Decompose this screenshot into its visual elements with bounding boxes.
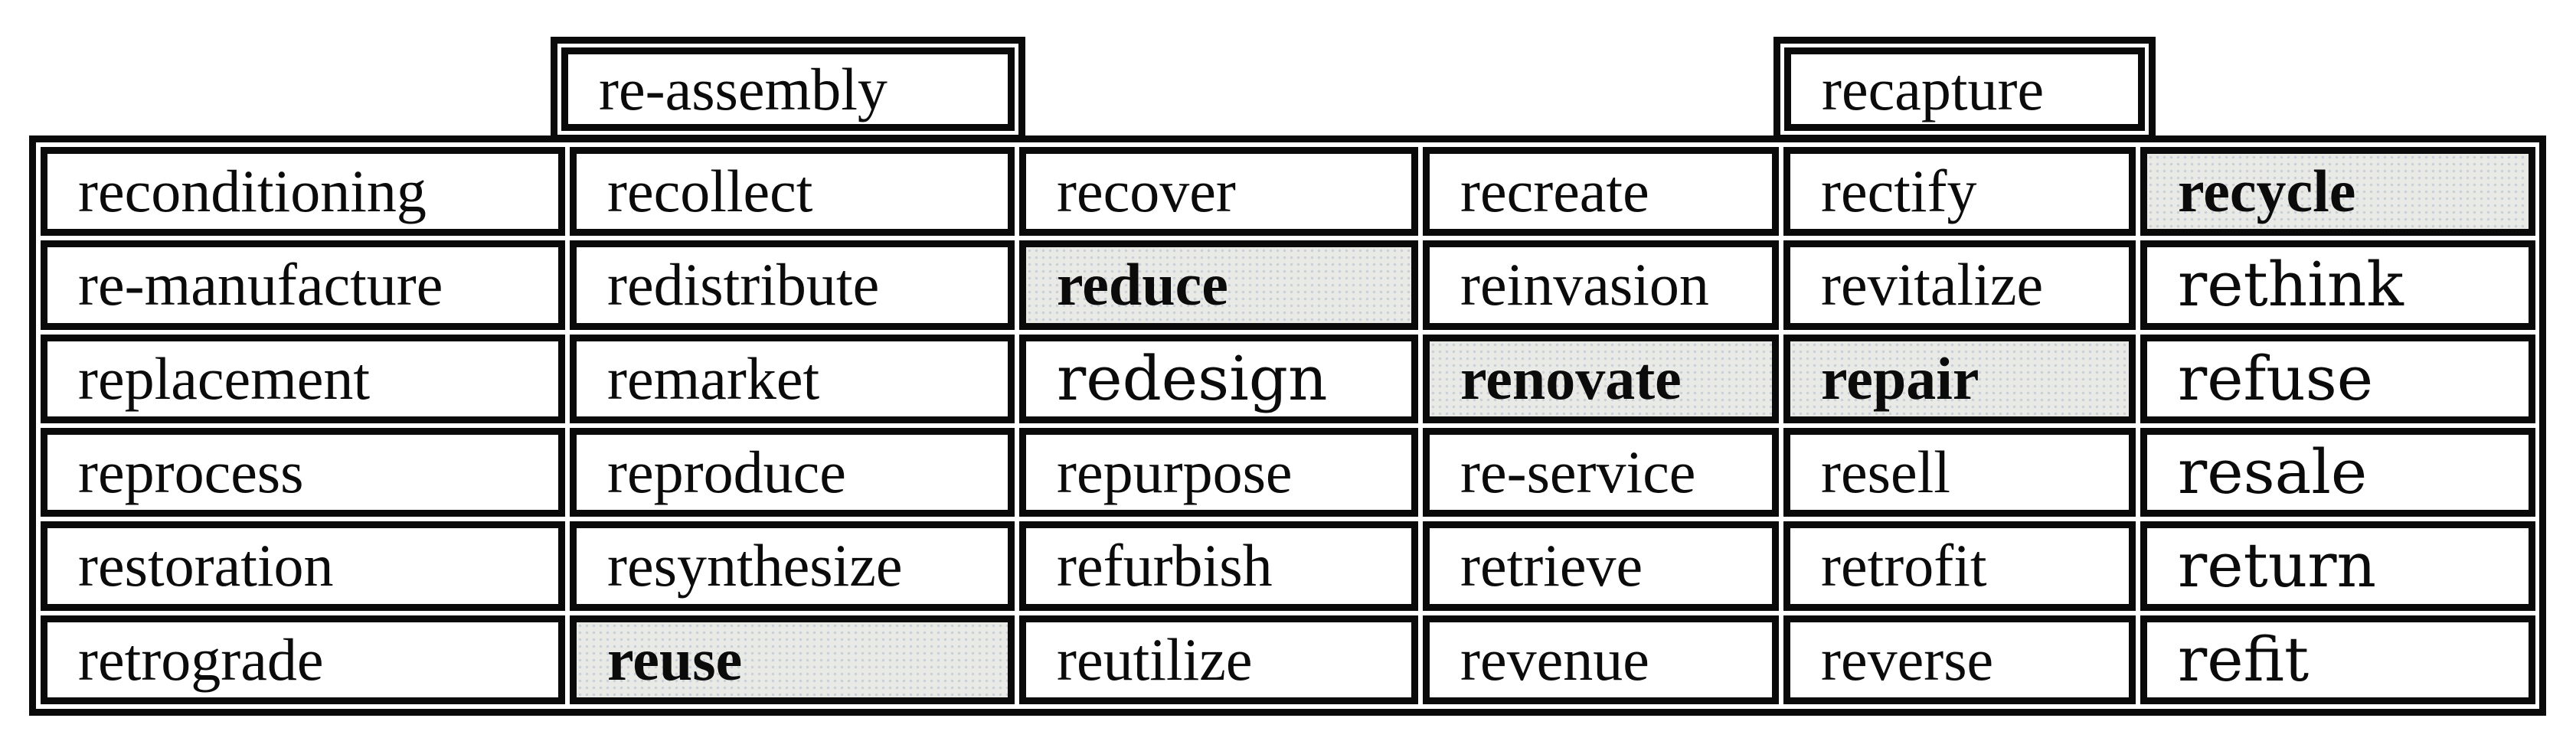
cell-recover: recover xyxy=(1019,147,1418,237)
cell-resynthesize: resynthesize xyxy=(570,521,1015,611)
cell-reuse: reuse xyxy=(570,615,1015,704)
cell-re-manufacture: re-manufacture xyxy=(41,240,565,330)
cell-refuse: refuse xyxy=(2140,334,2535,423)
cell-repair: repair xyxy=(1783,334,2136,423)
cell-reinvasion: reinvasion xyxy=(1423,240,1779,330)
cell-reprocess: reprocess xyxy=(41,428,565,517)
cell-rectify: rectify xyxy=(1783,147,2136,237)
cell-refurbish: refurbish xyxy=(1019,521,1418,611)
cell-renovate: renovate xyxy=(1423,334,1779,423)
cell-re-service: re-service xyxy=(1423,428,1779,517)
cell-retrograde: retrograde xyxy=(41,615,565,704)
floating-cell-re-assembly-inner: re-assembly xyxy=(561,47,1015,131)
cell-replacement: replacement xyxy=(41,334,565,423)
cell-retrofit: retrofit xyxy=(1783,521,2136,611)
floating-cell-re-assembly: re-assembly xyxy=(551,37,1025,142)
cell-recycle: recycle xyxy=(2140,147,2535,237)
cell-resell: resell xyxy=(1783,428,2136,517)
cell-refit: refit xyxy=(2140,615,2535,704)
floating-cell-label: recapture xyxy=(1822,55,2045,122)
floating-cell-recapture-inner: recapture xyxy=(1784,47,2145,131)
cell-remarket: remarket xyxy=(570,334,1015,423)
cell-reutilize: reutilize xyxy=(1019,615,1418,704)
cell-revitalize: revitalize xyxy=(1783,240,2136,330)
floating-cell-recapture: recapture xyxy=(1773,37,2156,142)
cell-reverse: reverse xyxy=(1783,615,2136,704)
cell-repurpose: repurpose xyxy=(1019,428,1418,517)
cell-redesign: redesign xyxy=(1019,334,1418,423)
cell-resale: resale xyxy=(2140,428,2535,517)
cell-rethink: rethink xyxy=(2140,240,2535,330)
cell-return: return xyxy=(2140,521,2535,611)
cell-retrieve: retrieve xyxy=(1423,521,1779,611)
cell-revenue: revenue xyxy=(1423,615,1779,704)
cell-reproduce: reproduce xyxy=(570,428,1015,517)
cell-reduce: reduce xyxy=(1019,240,1418,330)
cell-reconditioning: reconditioning xyxy=(41,147,565,237)
cell-restoration: restoration xyxy=(41,521,565,611)
cell-redistribute: redistribute xyxy=(570,240,1015,330)
cell-recreate: recreate xyxy=(1423,147,1779,237)
floating-cell-label: re-assembly xyxy=(599,55,888,122)
cell-recollect: recollect xyxy=(570,147,1015,237)
